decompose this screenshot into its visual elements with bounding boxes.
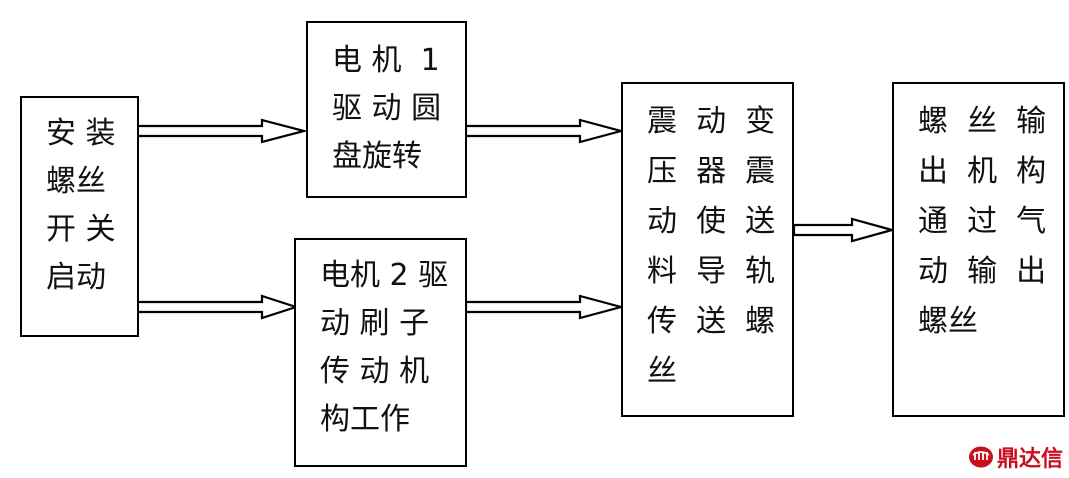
box-text-line: 螺 丝 输 [918, 104, 1047, 139]
box-text-line: 动 输 出 [918, 254, 1047, 289]
box-text-line: 开 关 [46, 212, 116, 247]
box-text-line: 传 送 螺 [647, 304, 776, 339]
box-text-line: 电 机 1 [332, 43, 440, 78]
box-text-line: 料 导 轨 [647, 254, 776, 289]
box-text-line: 出 机 构 [918, 154, 1047, 189]
arrow-motor2-to-vibration [464, 294, 626, 320]
box-text-line: 压 器 震 [647, 154, 776, 189]
arrow-vibration-to-output [792, 217, 897, 243]
motor2-box: 电机 2 驱 动 刷 子 传 动 机 构工作 [294, 238, 467, 467]
motor1-box: 电 机 1 驱 动 圆 盘旋转 [306, 21, 467, 198]
box-text-line: 安 装 [46, 116, 116, 151]
box-text-line: 电机 2 驱 [320, 258, 449, 293]
screw-output-box: 螺 丝 输 出 机 构 通 过 气 动 输 出 螺丝 [892, 82, 1065, 417]
box-text-line: 启动 [46, 260, 106, 295]
box-text-line: 动 使 送 [647, 204, 776, 239]
arrow-motor1-to-vibration [464, 118, 626, 144]
watermark: 鼎达信 [968, 441, 1063, 473]
box-text-line: 震 动 变 [647, 104, 776, 139]
install-switch-box: 安 装 螺丝 开 关 启动 [20, 96, 139, 337]
box-text-line: 螺丝 [46, 164, 106, 199]
vibration-feeder-box: 震 动 变 压 器 震 动 使 送 料 导 轨 传 送 螺 丝 [621, 82, 794, 417]
box-text-line: 构工作 [320, 402, 410, 437]
box-text-line: 动 刷 子 [320, 306, 430, 341]
box-text-line: 盘旋转 [332, 139, 422, 174]
box-text-line: 传 动 机 [320, 354, 430, 389]
dingdaxin-logo-icon [969, 446, 993, 468]
arrow-install-to-motor2 [134, 294, 300, 320]
watermark-text: 鼎达信 [997, 447, 1064, 472]
arrow-install-to-motor1 [134, 118, 309, 144]
box-text-line: 螺丝 [918, 304, 978, 339]
box-text-line: 丝 [647, 354, 677, 389]
box-text-line: 驱 动 圆 [332, 91, 442, 126]
box-text-line: 通 过 气 [918, 204, 1047, 239]
